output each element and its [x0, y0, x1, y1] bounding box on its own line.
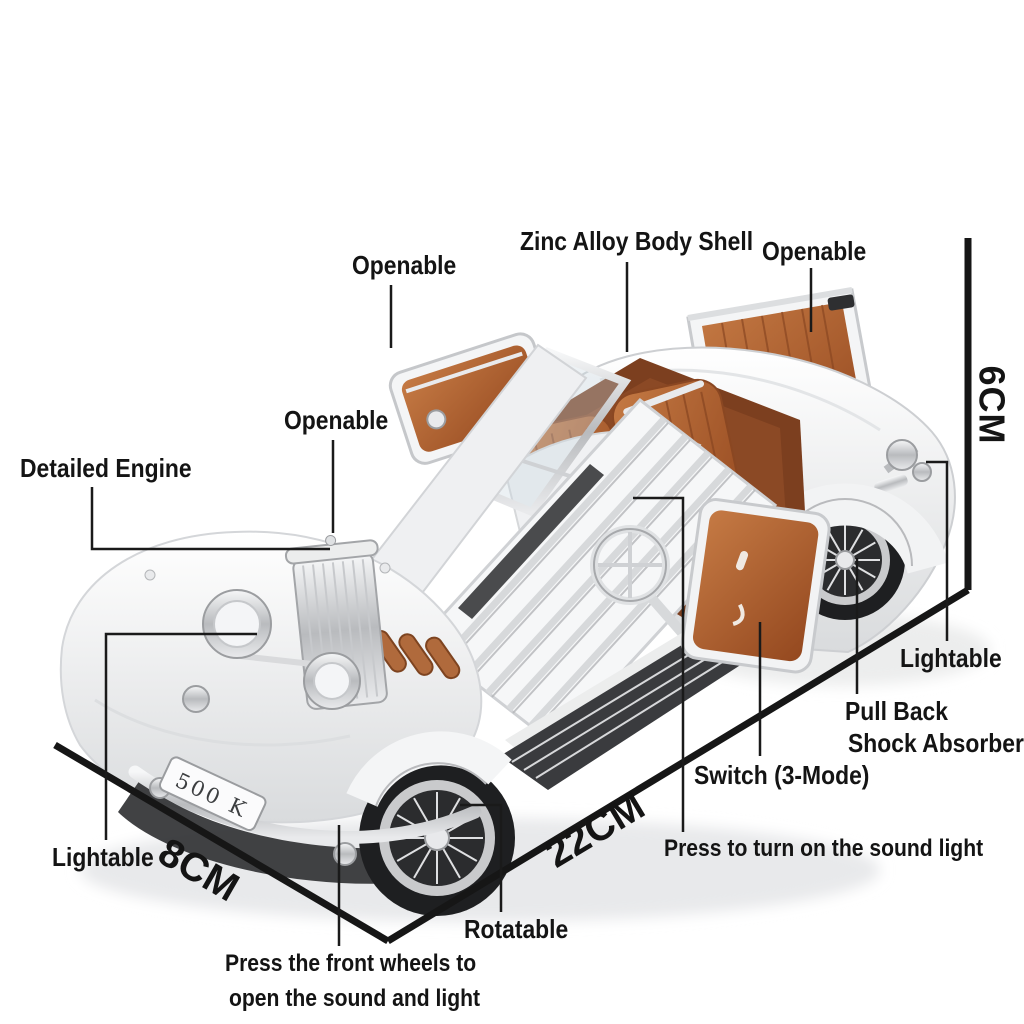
- callout-rotatable: [460, 803, 503, 912]
- dimension-line-8cm: [53, 741, 390, 945]
- headlamp-left: [202, 589, 272, 659]
- dimension-label-height: 6CM: [971, 365, 1013, 445]
- label-press-sound-light: Press to turn on the sound light: [664, 835, 984, 862]
- label-lightable-rear: Lightable: [900, 643, 1002, 673]
- label-shock-absorber: Shock Absorber: [848, 728, 1024, 758]
- right-door-open: [680, 498, 831, 674]
- rear-lamp: [874, 439, 932, 494]
- callout-lines: [90, 262, 949, 946]
- label-pull-back: Pull Back: [845, 696, 949, 726]
- label-detailed-engine: Detailed Engine: [20, 453, 192, 483]
- engine-bay: [182, 534, 461, 713]
- label-press-front-wheels-1: Press the front wheels to: [225, 950, 477, 977]
- front-wheel: [346, 731, 515, 916]
- callout-press-sound-light: [633, 496, 685, 832]
- label-openable-hood: Openable: [284, 405, 389, 435]
- dimension-lines: [53, 238, 972, 945]
- label-zinc-alloy-body-shell: Zinc Alloy Body Shell: [520, 226, 754, 256]
- label-openable-trunk: Openable: [762, 236, 867, 266]
- label-switch-mode: Switch (3-Mode): [694, 760, 870, 790]
- callout-lightable-rear: [926, 460, 949, 641]
- label-lightable-front: Lightable: [52, 842, 154, 872]
- dimension-line-22cm: [386, 587, 970, 944]
- label-press-front-wheels-2: open the sound and light: [229, 985, 481, 1012]
- running-board: [500, 625, 742, 790]
- label-rotatable: Rotatable: [464, 914, 569, 944]
- callout-lightable-front: [104, 632, 257, 840]
- callout-detailed-engine: [90, 487, 330, 551]
- headlamp-right: [303, 652, 361, 710]
- label-openable-left-door: Openable: [352, 250, 457, 280]
- horn: [182, 685, 210, 713]
